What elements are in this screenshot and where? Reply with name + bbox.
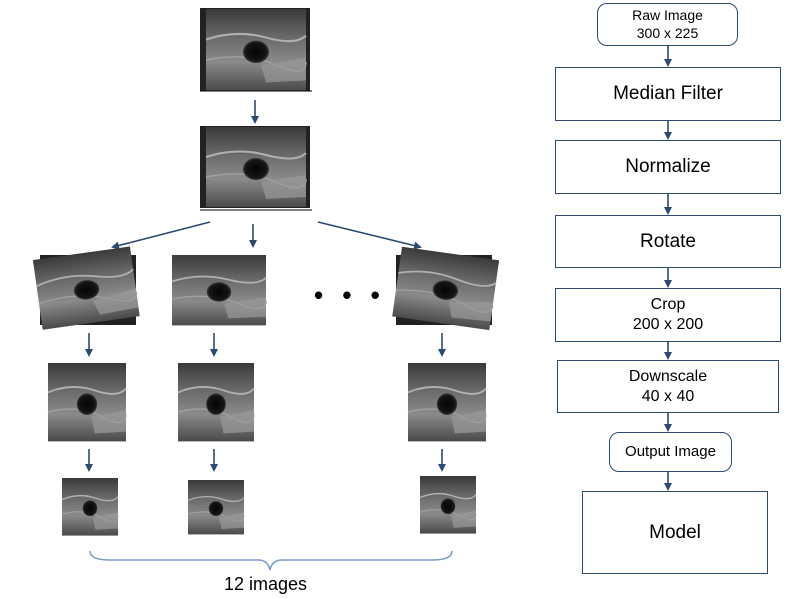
ellipsis: • • • xyxy=(314,280,386,310)
output-image-label: Output Image xyxy=(625,442,716,460)
ultrasound-rotated-image-2 xyxy=(171,254,267,327)
model-label: Model xyxy=(649,521,701,543)
downscale-box: Downscale 40 x 40 xyxy=(557,360,779,413)
normalize-label: Normalize xyxy=(625,156,711,178)
ultrasound-downscaled-image-2 xyxy=(187,479,245,536)
ultrasound-cropped-image-3 xyxy=(407,362,487,443)
downscale-size: 40 x 40 xyxy=(641,387,695,405)
median-filter-label: Median Filter xyxy=(613,83,723,105)
ultrasound-cropped-image-2 xyxy=(177,362,255,443)
downscale-label: Downscale xyxy=(628,367,708,385)
ultrasound-filtered-image xyxy=(200,126,312,211)
arrow-to-rotated-1 xyxy=(111,221,211,250)
ultrasound-rotated-image-1 xyxy=(31,245,141,331)
raw-image-label: Raw Image xyxy=(632,7,703,23)
crop-label: Crop xyxy=(650,296,686,313)
images-count-caption: 12 images xyxy=(224,574,308,594)
model-box: Model xyxy=(582,491,768,574)
rotate-label: Rotate xyxy=(640,230,696,252)
output-image-box: Output Image xyxy=(609,432,732,472)
ultrasound-downscaled-image-1 xyxy=(61,477,119,537)
median-filter-box: Median Filter xyxy=(555,67,781,121)
left-arrows xyxy=(85,100,446,472)
ultrasound-rotated-image-3 xyxy=(391,245,501,332)
rotate-box: Rotate xyxy=(555,215,781,268)
ultrasound-downscaled-image-3 xyxy=(419,475,477,535)
raw-image-box: Raw Image 300 x 225 xyxy=(597,3,738,46)
normalize-box: Normalize xyxy=(555,140,781,194)
ultrasound-cropped-image-1 xyxy=(47,362,127,443)
raw-image-size: 300 x 225 xyxy=(636,24,699,41)
crop-size: 200 x 200 xyxy=(632,316,704,333)
arrow-to-rotated-3 xyxy=(317,221,422,250)
ultrasound-raw-image xyxy=(200,7,312,92)
curly-brace xyxy=(89,550,453,571)
crop-box: Crop 200 x 200 xyxy=(555,288,781,342)
